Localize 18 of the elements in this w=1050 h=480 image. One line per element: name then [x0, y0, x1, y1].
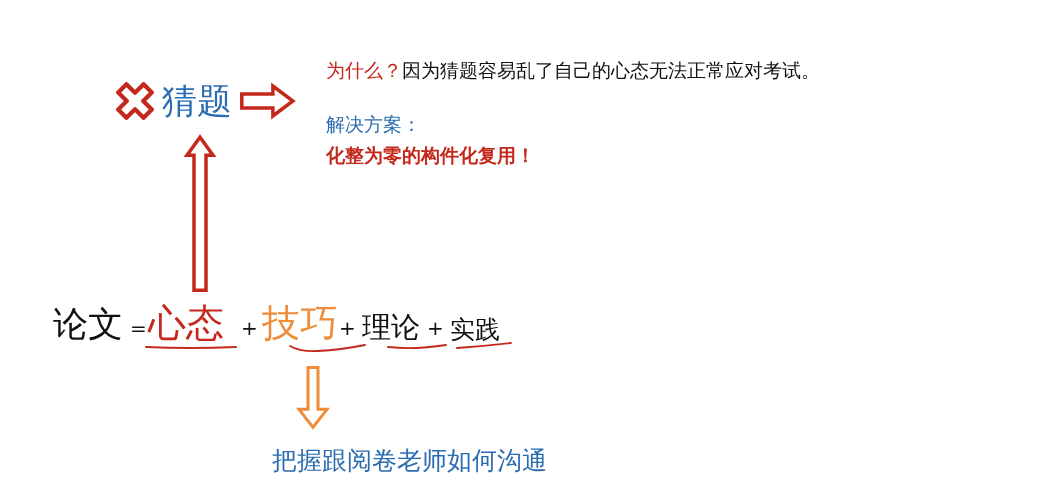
plus-sign: + — [339, 318, 356, 338]
body-text: 因为猜题容易乱了自己的心态无法正常应对考试。 — [402, 60, 820, 80]
plus-sign: + — [241, 318, 258, 338]
term-text: 实践 — [450, 317, 500, 342]
node-label: 猜题 — [162, 83, 232, 119]
highlight-text: 化整为零的构件化复用！ — [326, 145, 535, 165]
equals-sign: = — [130, 318, 147, 338]
result-text: 把握跟阅卷老师如何沟通 — [272, 448, 547, 473]
arrow — [295, 366, 331, 430]
term-text: 技巧 — [262, 304, 338, 342]
arrow — [240, 82, 296, 120]
term-text: 理论 — [362, 313, 420, 342]
question-text: 为什么？ — [326, 60, 402, 80]
plus-sign: + — [427, 318, 444, 338]
heading-text: 解决方案： — [326, 114, 421, 134]
term-text: 心态 — [148, 304, 224, 342]
arrow — [183, 134, 217, 293]
term-text: 论文 — [53, 307, 123, 342]
